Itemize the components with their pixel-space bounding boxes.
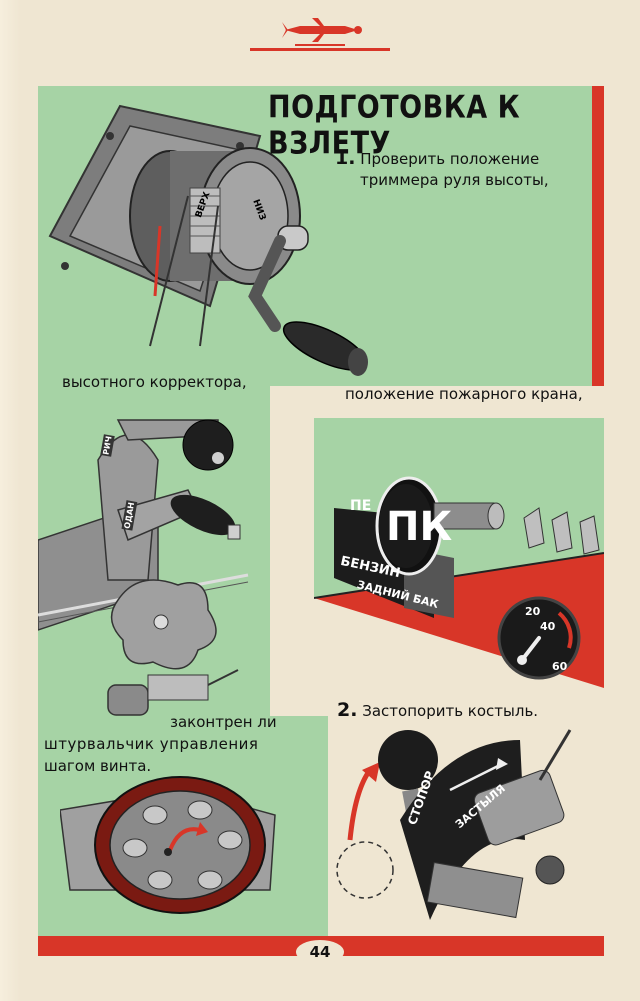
fire-cock-left-fragment: ПЕ [350,498,372,514]
page-number: 44 [296,940,344,964]
fire-cock-letters: ПК [386,504,453,550]
gauge-tick-60: 60 [552,660,568,673]
page-edge [0,0,20,1001]
step1-line2: триммера руля высоты, [360,171,549,189]
step2-label: Застопорить костыль. [362,702,539,720]
caption-propeller-line1: законтрен ли [170,713,277,731]
step1-number: 1. [335,147,356,169]
trimmer-illustration [48,104,368,376]
propeller-pitch-wheel-illustration [60,776,276,914]
altitude-corrector-illustration [38,419,249,716]
caption-fire-cock: положение пожарного крана, [345,385,583,403]
step1-text: 1. Проверить положение [335,148,539,169]
gauge-tick-40: 40 [540,620,556,633]
step2-number: 2. [337,699,358,721]
caption-altitude-corrector: высотного корректора, [62,373,247,391]
fire-cock-illustration [314,408,604,688]
page-heading: ПОДГОТОВКА К ВЗЛЕТУ [268,90,521,162]
step1-line1: Проверить положение [360,150,540,168]
panel-gap [270,386,604,408]
step2-text: 2. Застопорить костыль. [337,700,538,721]
caption-propeller-line3: шагом винта. [44,757,152,775]
red-edge-strip [592,86,604,386]
tailskid-lock-illustration [336,729,572,920]
airplane-emblem-icon [250,18,390,51]
gauge-tick-20: 20 [525,605,541,618]
caption-propeller-line2: штурвальчик управления [44,735,259,753]
